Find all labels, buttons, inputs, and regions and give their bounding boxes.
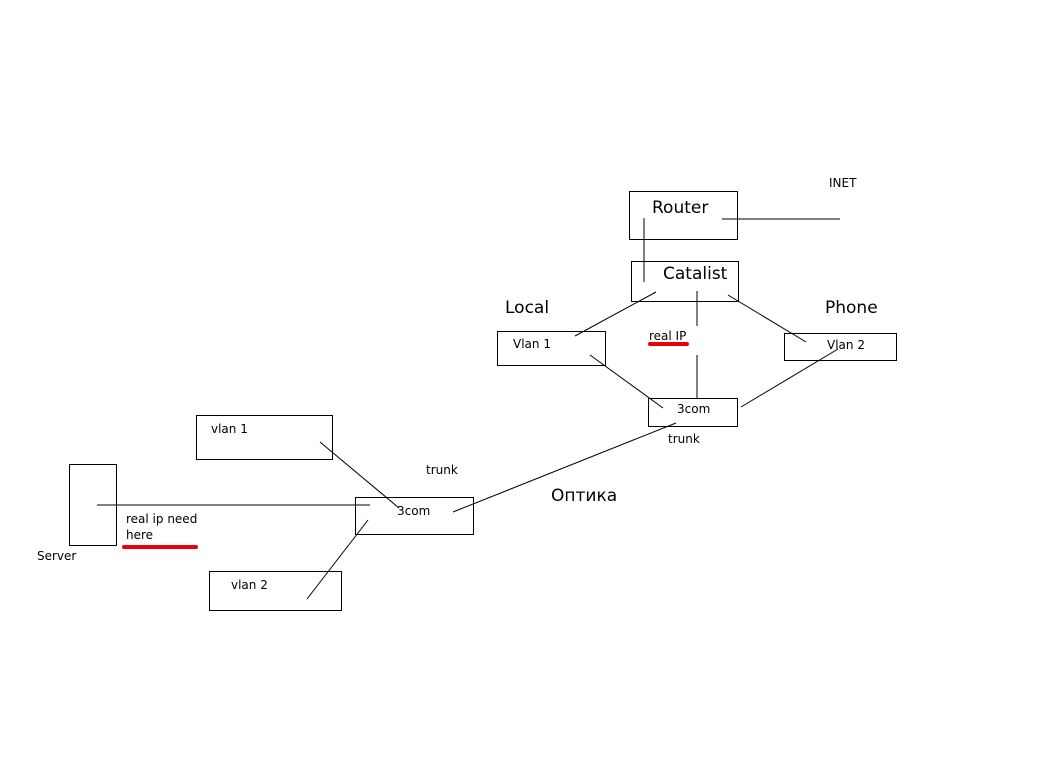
vlan1-top-box <box>497 331 606 366</box>
router-box <box>629 191 738 240</box>
optika-label: Оптика <box>551 486 618 506</box>
vlan2-left-label: vlan 2 <box>231 578 268 592</box>
vlan1-left-box <box>196 415 333 460</box>
vlan2-left-box <box>209 571 342 611</box>
trunk-left-label: trunk <box>426 463 458 477</box>
link-catalist-vlan1 <box>574 291 657 337</box>
real-ip-need-label: real ip need here <box>126 512 198 542</box>
3com-top-box <box>648 398 738 427</box>
catalist-box <box>631 261 739 302</box>
server-box <box>69 464 117 546</box>
3com-left-box <box>355 497 474 535</box>
link-catalist-vlan2 <box>727 294 807 343</box>
router-label: Router <box>652 198 709 218</box>
server-label: Server <box>37 549 77 563</box>
link-vlan2-3com <box>740 348 839 408</box>
local-label: Local <box>505 298 550 318</box>
phone-label: Phone <box>825 298 878 318</box>
trunk-top-label: trunk <box>668 432 700 446</box>
link-optika-trunk <box>452 422 677 513</box>
vlan1-top-label: Vlan 1 <box>513 337 551 351</box>
catalist-label: Catalist <box>663 264 728 284</box>
vlan2-top-label: Vlan 2 <box>827 338 865 352</box>
vlan2-top-box <box>784 333 897 361</box>
link-3com-vlan2-left <box>306 519 369 600</box>
3com-left-label: 3com <box>397 504 431 518</box>
3com-top-label: 3com <box>677 402 711 416</box>
link-vlan1-3com <box>589 354 664 409</box>
vlan1-left-label: vlan 1 <box>211 422 248 436</box>
real-ip-label: real IP <box>649 329 687 343</box>
inet-label: INET <box>829 176 857 190</box>
